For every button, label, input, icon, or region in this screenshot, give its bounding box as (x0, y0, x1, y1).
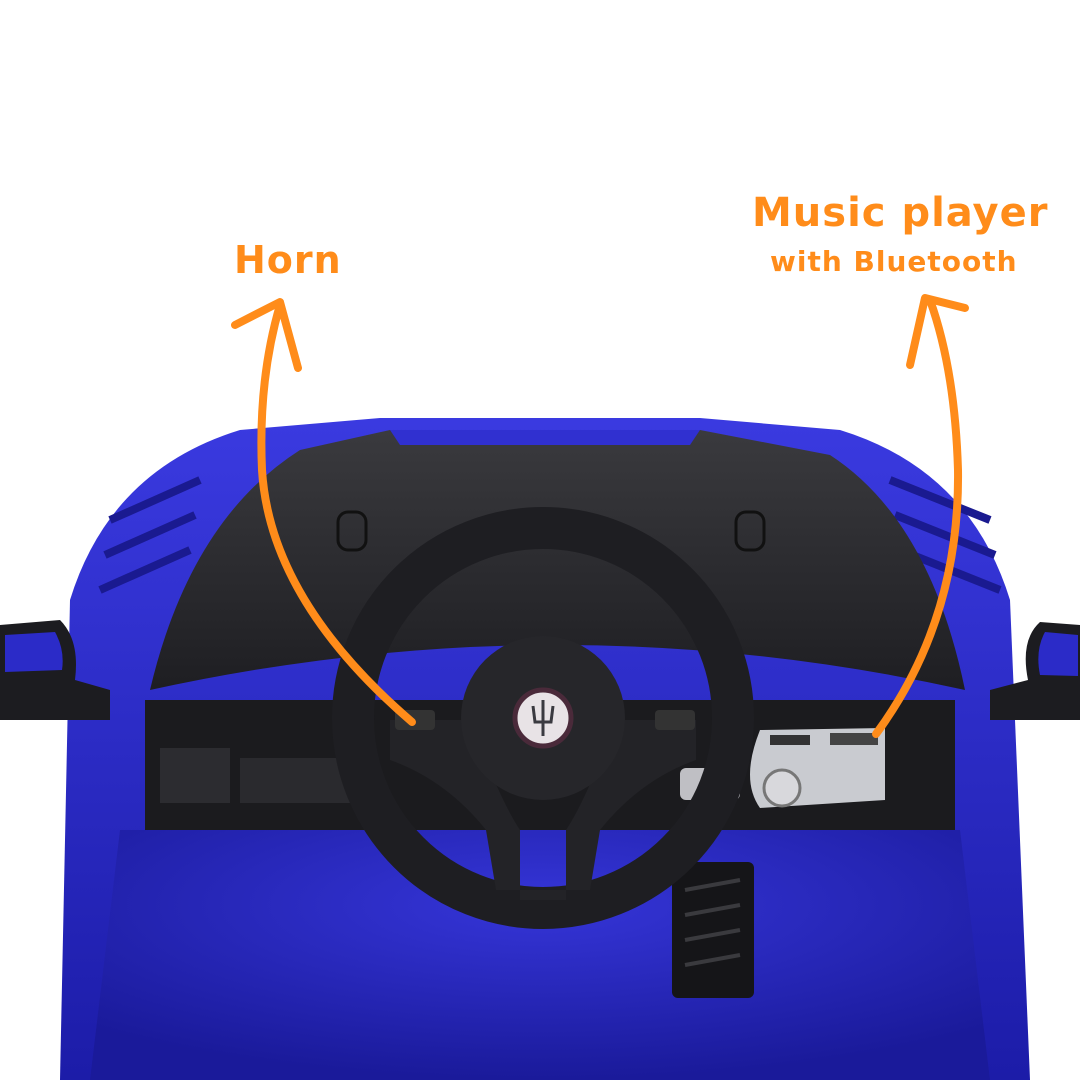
hood-blue-strip (390, 430, 700, 445)
music-player-sublabel: with Bluetooth (770, 245, 1018, 278)
wheel-button-right[interactable] (655, 710, 695, 730)
music-player-label: Music player (752, 190, 1049, 236)
horn-arrow (231, 298, 416, 726)
hood-vent-left (336, 510, 368, 552)
side-vents-left (98, 476, 202, 594)
horn-label: Horn (234, 238, 342, 282)
air-vent-left (160, 748, 230, 803)
accelerator-pedal (672, 862, 754, 998)
music-player-arrow (872, 294, 969, 738)
power-button-icon (762, 768, 802, 808)
steering-wheel[interactable] (332, 507, 754, 929)
hood-vent-right (734, 510, 766, 552)
cockpit-floor (90, 830, 990, 1080)
